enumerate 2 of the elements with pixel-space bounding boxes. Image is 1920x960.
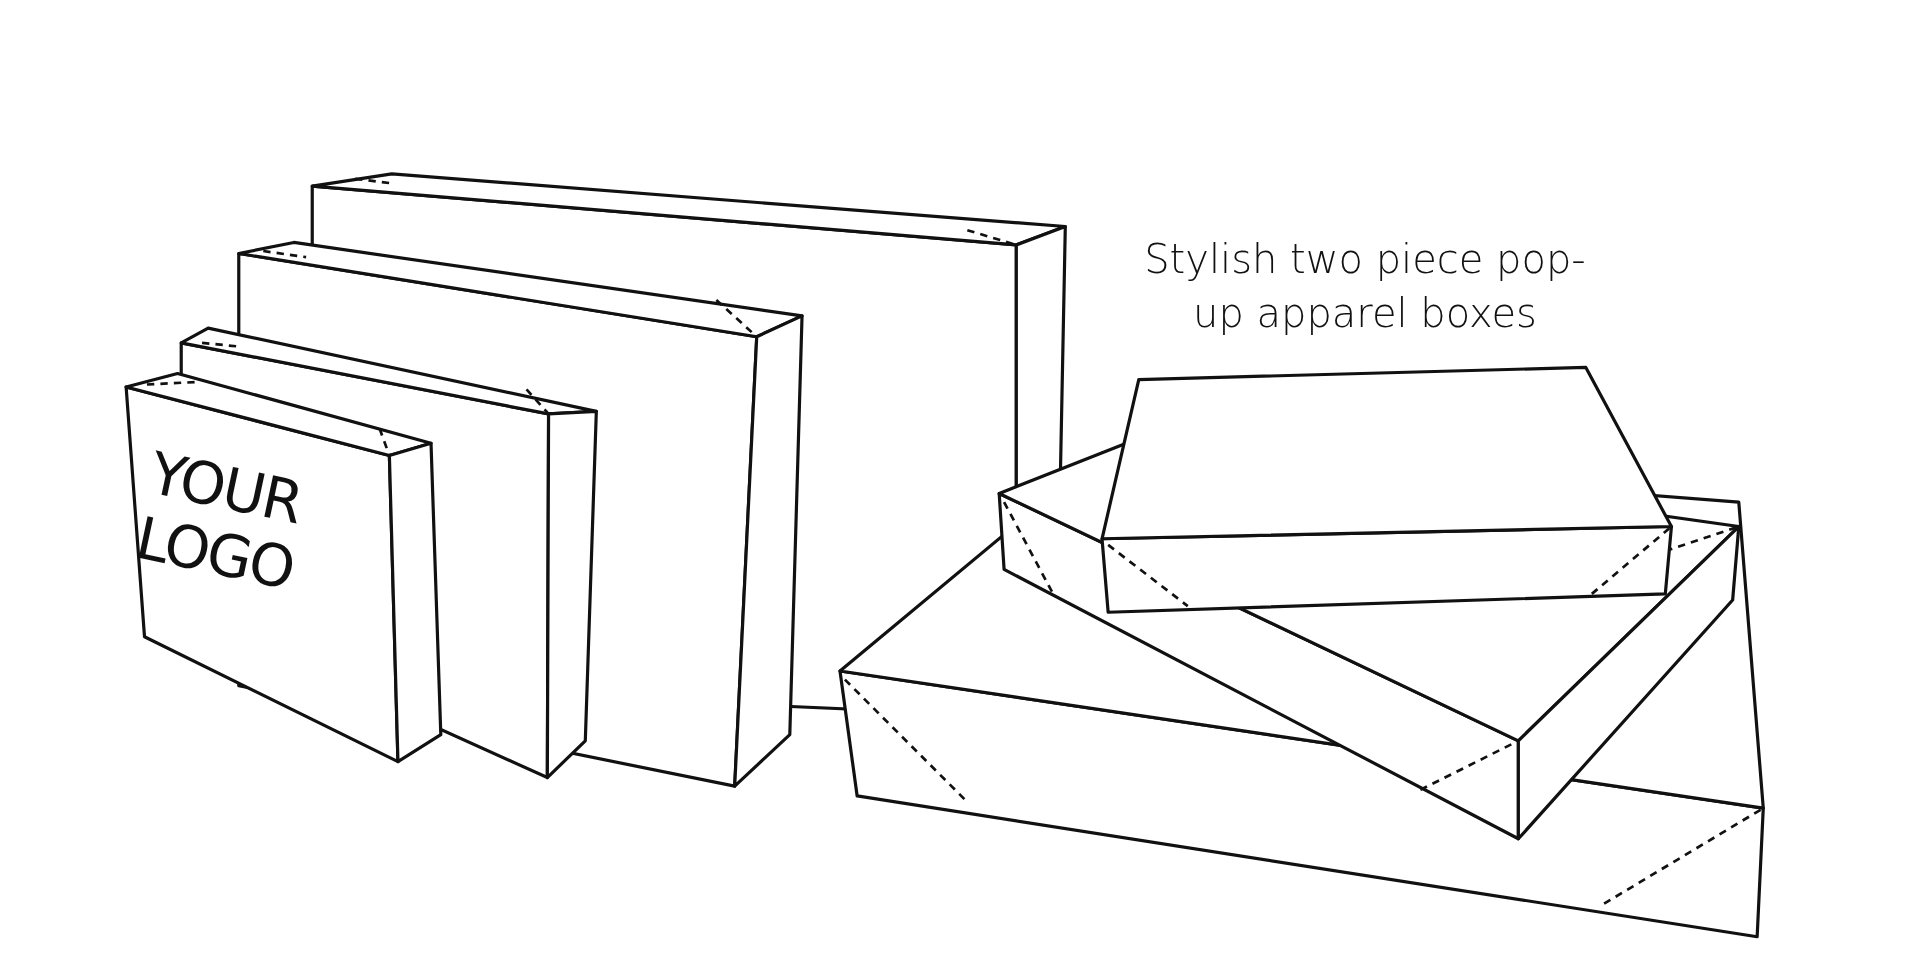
caption-text: Stylish two piece pop-up apparel boxes (1143, 235, 1587, 338)
box-print-text: YOUR LOGO (130, 440, 309, 605)
